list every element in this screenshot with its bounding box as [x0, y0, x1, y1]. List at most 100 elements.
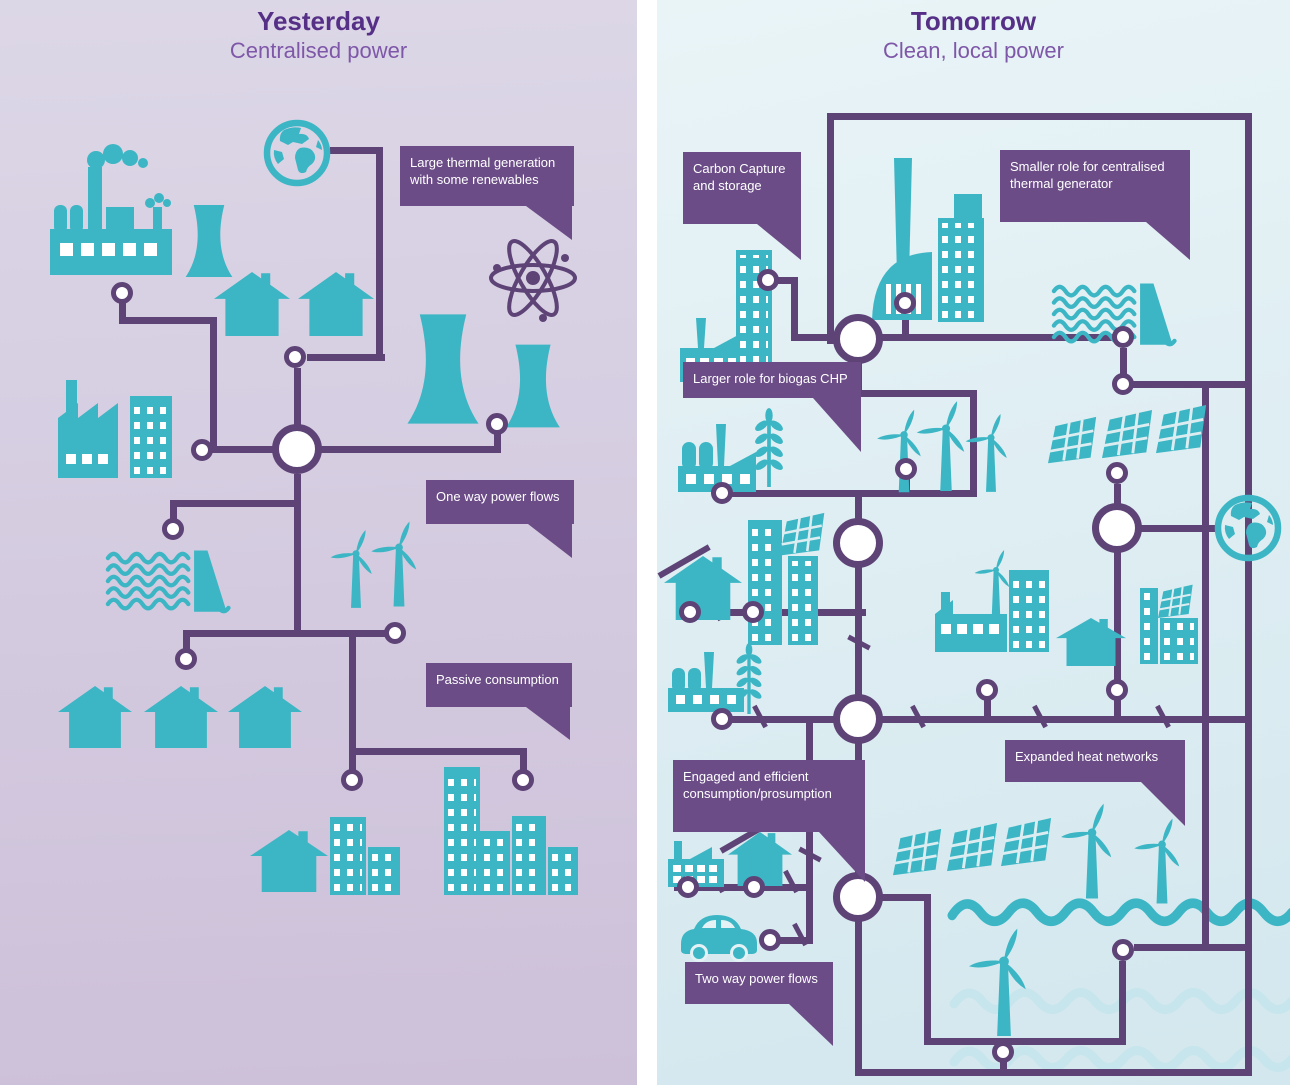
- building-icon: [1160, 618, 1198, 664]
- power-line: [1114, 484, 1121, 506]
- building-windows: [484, 836, 506, 891]
- building-icon: [736, 250, 772, 382]
- heat-line: [719, 716, 1252, 723]
- callout-tail: [528, 524, 572, 558]
- factory-icon: [935, 592, 1007, 652]
- network-node: [1106, 462, 1128, 484]
- power-line: [1123, 381, 1252, 388]
- callout-tail: [789, 1004, 833, 1046]
- callout-one-way-flows: One way power flows: [426, 480, 574, 524]
- house-icon: [58, 686, 132, 748]
- solar-panel-icon: [1100, 408, 1154, 460]
- power-line: [855, 497, 862, 523]
- cooling-tower-icon: [506, 344, 560, 428]
- building-icon: [480, 831, 510, 895]
- callout-engaged-consumption: Engaged and efficient consumption/prosum…: [673, 760, 865, 832]
- hub-node: [833, 518, 883, 568]
- power-line: [780, 937, 808, 944]
- hub-node: [833, 694, 883, 744]
- callout-passive-consumption: Passive consumption: [426, 663, 572, 707]
- power-line: [725, 490, 977, 497]
- network-node: [1106, 679, 1128, 701]
- house-icon: [298, 272, 374, 336]
- central-hub-node: [272, 424, 322, 474]
- power-line: [879, 894, 931, 901]
- power-line: [183, 630, 190, 654]
- power-line: [170, 500, 301, 507]
- power-line: [778, 277, 798, 284]
- panel-yesterday: Yesterday Centralised power: [0, 0, 637, 1085]
- power-line: [1141, 525, 1217, 532]
- building-icon: [938, 218, 984, 322]
- callout-carbon-capture: Carbon Capture and storage: [683, 152, 801, 224]
- power-line: [520, 748, 527, 774]
- globe-icon: [262, 118, 332, 188]
- cooling-tower-icon: [185, 205, 233, 277]
- factory-icon: [668, 841, 724, 887]
- house-icon: [228, 686, 302, 748]
- network-node: [111, 282, 133, 304]
- solar-panel-icon: [1154, 403, 1208, 455]
- page-subtitle-tomorrow: Clean, local power: [883, 38, 1064, 63]
- power-line: [1114, 699, 1121, 719]
- power-line: [294, 368, 301, 426]
- cooling-tower-icon: [407, 314, 479, 424]
- callout-tail: [526, 707, 570, 740]
- building-windows: [792, 561, 814, 641]
- power-line: [119, 302, 126, 324]
- callout-two-way-flows: Two way power flows: [685, 962, 833, 1004]
- factory-with-smoke-icon: [50, 144, 172, 275]
- network-node: [895, 458, 917, 480]
- callout-heat-networks: Expanded heat networks: [1005, 740, 1185, 782]
- electric-car-icon: [681, 915, 757, 962]
- building-windows: [752, 525, 778, 641]
- biogas-plant-icon: [668, 652, 744, 712]
- solar-panel-icon: [945, 821, 999, 873]
- power-line: [321, 446, 497, 453]
- wheat-icon: [734, 643, 764, 714]
- power-line: [795, 334, 1130, 341]
- factory-icon: [58, 380, 118, 478]
- power-line: [855, 565, 862, 697]
- building-windows: [1144, 593, 1154, 660]
- building-windows: [448, 772, 476, 891]
- power-line: [1202, 381, 1209, 951]
- house-icon: [250, 830, 328, 892]
- panel-tomorrow: Tomorrow Clean, local power: [657, 0, 1290, 1085]
- power-line: [330, 147, 383, 154]
- power-line: [1120, 348, 1127, 384]
- network-node: [486, 413, 508, 435]
- network-node: [711, 708, 733, 730]
- tidal-turbine-icon: [968, 927, 1029, 1036]
- hub-node: [833, 314, 883, 364]
- solar-panel-icon: [1046, 415, 1098, 465]
- page-subtitle-yesterday: Centralised power: [229, 38, 408, 63]
- power-line: [827, 113, 1252, 120]
- network-node: [976, 679, 998, 701]
- wind-turbine-icon: [965, 413, 1009, 492]
- network-node: [711, 482, 733, 504]
- globe-icon: [1213, 493, 1283, 563]
- house-icon: [144, 686, 218, 748]
- power-line: [210, 317, 217, 453]
- solar-panel-icon: [999, 816, 1053, 868]
- power-line: [984, 699, 991, 719]
- building-windows: [372, 852, 396, 891]
- power-line: [855, 919, 862, 1075]
- hydro-dam-icon: [106, 549, 240, 617]
- hub-node: [833, 872, 883, 922]
- power-line: [119, 317, 217, 324]
- network-node: [175, 648, 197, 670]
- power-line: [307, 354, 385, 361]
- building-icon: [130, 396, 172, 478]
- network-node: [341, 769, 363, 791]
- power-line: [376, 147, 383, 361]
- solar-panel-icon: [1157, 583, 1194, 619]
- power-line: [1134, 944, 1252, 951]
- building-icon: [368, 847, 400, 895]
- network-node: [679, 601, 701, 623]
- building-windows: [942, 223, 980, 318]
- power-line: [924, 894, 931, 1045]
- network-node: [992, 1041, 1014, 1063]
